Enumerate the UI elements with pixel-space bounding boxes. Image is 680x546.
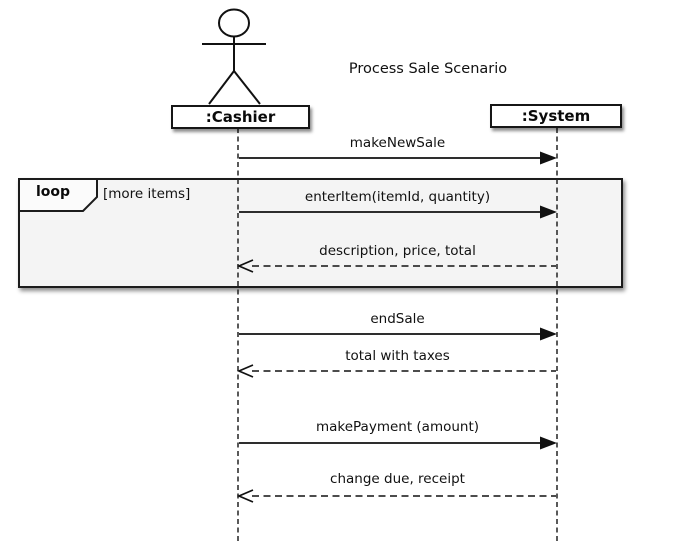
message-label-enterItem: enterItem(itemId, quantity) xyxy=(304,189,491,205)
lifeline-head-cashier: :Cashier xyxy=(171,105,310,129)
message-arrow-makeNewSale xyxy=(239,151,557,165)
loop-guard-label: [more items] xyxy=(103,186,191,202)
message-arrow-description-return xyxy=(236,259,556,273)
message-label-makePayment: makePayment (amount) xyxy=(315,419,480,435)
message-arrow-makePayment xyxy=(239,436,557,450)
message-arrow-endSale xyxy=(239,327,557,341)
message-arrow-enterItem xyxy=(239,205,557,219)
message-label-description-return: description, price, total xyxy=(319,243,476,259)
loop-operator-pentagon xyxy=(18,178,98,212)
loop-operator-label: loop xyxy=(35,184,71,200)
diagram-title: Process Sale Scenario xyxy=(348,61,508,77)
message-arrow-change-return xyxy=(236,489,556,503)
message-label-total-return: total with taxes xyxy=(345,348,450,364)
actor-icon xyxy=(202,8,266,105)
message-label-change-return: change due, receipt xyxy=(330,471,465,487)
message-arrow-total-return xyxy=(236,364,556,378)
lifeline-head-system: :System xyxy=(490,104,622,128)
loop-fragment-box xyxy=(18,178,623,288)
message-label-endSale: endSale xyxy=(370,311,425,327)
message-label-makeNewSale: makeNewSale xyxy=(349,135,446,151)
